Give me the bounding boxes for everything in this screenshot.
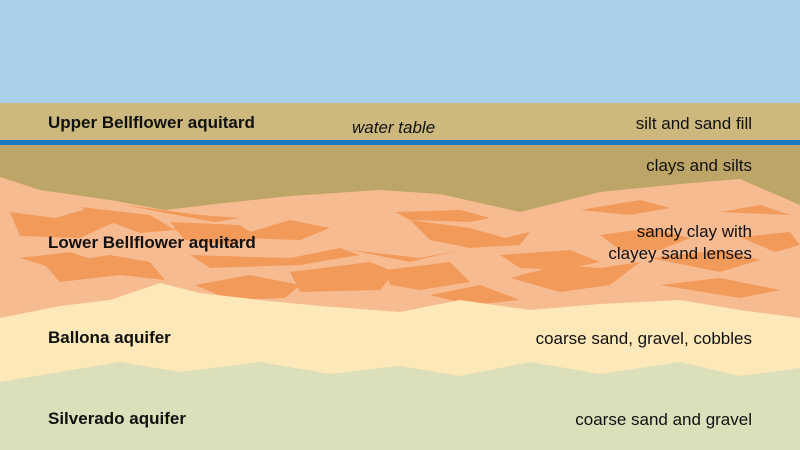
sandy-clay-label-line1: sandy clay with <box>636 222 752 241</box>
water-table-label: water table <box>352 118 436 137</box>
ballona-label: Ballona aquifer <box>48 328 171 347</box>
clayey-sand-lenses <box>10 200 800 305</box>
ballona-material-label: coarse sand, gravel, cobbles <box>535 329 752 348</box>
sky <box>0 0 800 104</box>
silverado-material-label: coarse sand and gravel <box>575 410 752 429</box>
clays-silts-label: clays and silts <box>646 156 752 175</box>
lower-bellflower-label: Lower Bellflower aquitard <box>48 233 256 252</box>
water-table-line <box>0 140 800 145</box>
silt-sand-fill-label: silt and sand fill <box>635 114 752 133</box>
silverado-aquifer-layer <box>0 362 800 450</box>
silt-sand-fill-layer <box>0 103 800 143</box>
sandy-clay-label-line2: clayey sand lenses <box>608 244 752 263</box>
silverado-label: Silverado aquifer <box>48 409 186 428</box>
upper-bellflower-label: Upper Bellflower aquitard <box>48 113 255 132</box>
